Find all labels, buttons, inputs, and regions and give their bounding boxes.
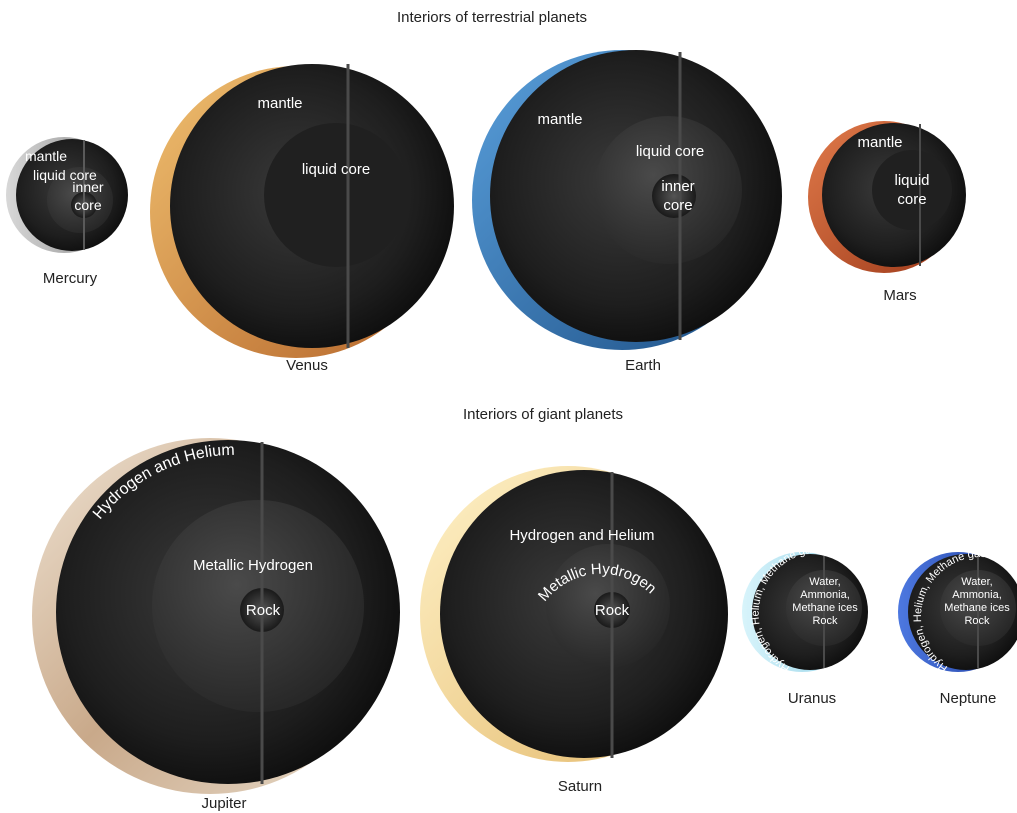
uranus-rock-label: Rock	[812, 615, 838, 627]
mercury-liquid-core-label: liquid core	[33, 167, 97, 183]
neptune-ices-label-1: Water,	[961, 576, 992, 588]
uranus-ices-label-2: Ammonia,	[800, 589, 850, 601]
mercury-mantle-label: mantle	[25, 148, 67, 164]
terrestrial-section-title: Interiors of terrestrial planets	[397, 9, 587, 26]
giant-section-title: Interiors of giant planets	[463, 406, 623, 423]
mars-mantle-label: mantle	[857, 134, 902, 151]
venus-planet: mantle liquid core	[150, 64, 454, 358]
jupiter-rock-label: Rock	[246, 602, 281, 619]
neptune-ices-label-3: Methane ices	[944, 602, 1010, 614]
earth-inner-core-label-2: core	[663, 197, 692, 214]
venus-liquid-core-label: liquid core	[302, 161, 370, 178]
neptune-ices-label-2: Ammonia,	[952, 589, 1002, 601]
venus-mantle-label: mantle	[257, 95, 302, 112]
uranus-ices-label-1: Water,	[809, 576, 840, 588]
earth-inner-core-label-1: inner	[661, 178, 694, 195]
earth-planet: mantle liquid core inner core	[472, 50, 782, 350]
earth-mantle-label: mantle	[537, 111, 582, 128]
earth-liquid-core-label: liquid core	[636, 143, 704, 160]
jupiter-name: Jupiter	[201, 795, 246, 812]
jupiter-planet: Hydrogen and Helium Metallic Hydrogen Ro…	[32, 438, 400, 794]
mars-liquid-core-label-1: liquid	[894, 172, 929, 189]
saturn-name: Saturn	[558, 778, 602, 795]
jupiter-metallic-hydrogen-label: Metallic Hydrogen	[193, 557, 313, 574]
saturn-planet: Hydrogen and Helium Metallic Hydrogen Ro…	[420, 466, 728, 762]
mercury-planet: mantle liquid core inner core	[6, 137, 128, 253]
saturn-envelope-label: Hydrogen and Helium	[509, 527, 654, 544]
uranus-name: Uranus	[788, 690, 836, 707]
uranus-planet: Hydrogen, Helium, Methane gas Water, Amm…	[742, 543, 868, 675]
mercury-name: Mercury	[43, 270, 98, 287]
mercury-inner-core-label-1: inner	[72, 179, 103, 195]
uranus-ices-label-3: Methane ices	[792, 602, 858, 614]
mars-liquid-core-label-2: core	[897, 191, 926, 208]
mars-planet: mantle liquid core	[808, 121, 966, 273]
earth-name: Earth	[625, 357, 661, 374]
mercury-inner-core-label-2: core	[74, 197, 101, 213]
neptune-planet: Hydrogen, Helium, Methane gas Water, Amm…	[898, 548, 1017, 674]
saturn-rock-label: Rock	[595, 602, 630, 619]
neptune-name: Neptune	[940, 690, 997, 707]
mars-name: Mars	[883, 287, 916, 304]
venus-name: Venus	[286, 357, 328, 374]
neptune-rock-label: Rock	[964, 615, 990, 627]
